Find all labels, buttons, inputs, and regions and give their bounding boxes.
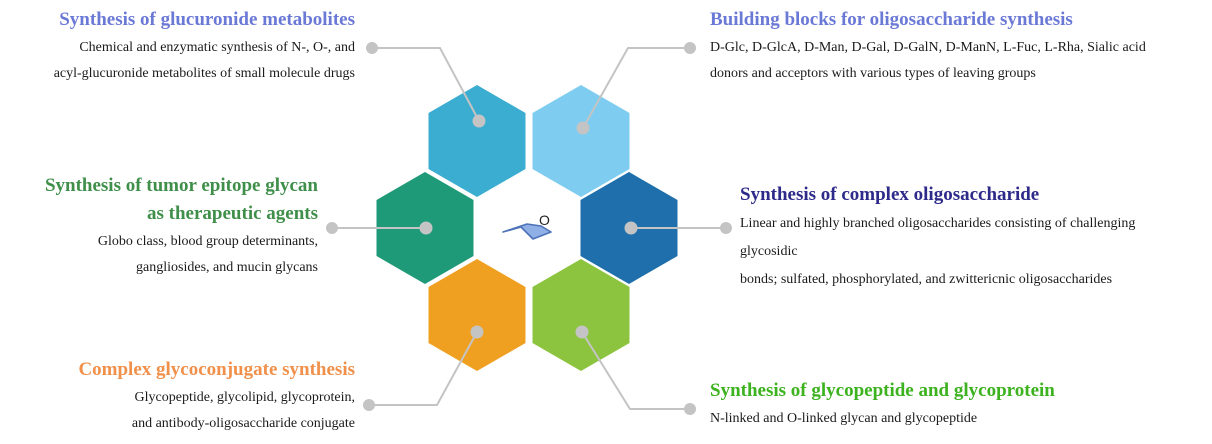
description-line: D-Glc, D-GlcA, D-Man, D-Gal, D-GalN, D-M… <box>710 40 1146 55</box>
outer-dot-glycoconjugate <box>363 399 375 411</box>
description-line: Globo class, blood group determinants, <box>97 234 318 249</box>
outer-dot-glycopeptide <box>684 403 696 415</box>
segment-tumor-epitope: Synthesis of tumor epitope glycan as the… <box>45 172 318 281</box>
inner-dot-glucuronide <box>472 114 486 128</box>
hexagon-glycopeptide <box>532 259 630 371</box>
connector-building-blocks <box>582 47 690 129</box>
outer-dot-building-blocks <box>684 42 696 54</box>
description-line: and antibody-oligosaccharide conjugate <box>131 416 355 431</box>
segment-glycoconjugate: Complex glycoconjugate synthesis Glycope… <box>78 358 355 437</box>
pyranose-chair-icon <box>502 223 552 240</box>
segment-title: Building blocks for oligosaccharide synt… <box>710 8 1146 32</box>
hexagon-building-blocks <box>532 85 630 197</box>
inner-dot-complex-oligosaccharide <box>624 221 638 235</box>
segment-title: Complex glycoconjugate synthesis <box>78 358 355 382</box>
segment-building-blocks: Building blocks for oligosaccharide synt… <box>710 8 1146 87</box>
ring-oxygen-label: O <box>539 212 550 228</box>
segment-glycopeptide: Synthesis of glycopeptide and glycoprote… <box>710 379 1055 432</box>
hexagon-glucuronide <box>428 85 526 197</box>
inner-dot-glycopeptide <box>575 325 589 339</box>
title-line: Synthesis of tumor epitope glycan <box>44 175 318 196</box>
segment-description: Linear and highly branched oligosacchari… <box>740 210 1135 294</box>
description-line: Chemical and enzymatic synthesis of N-, … <box>79 40 355 55</box>
hexagon-glycoconjugate <box>428 259 526 371</box>
segment-description: Chemical and enzymatic synthesis of N-, … <box>54 35 355 87</box>
description-line: donors and acceptors with various types … <box>710 66 1036 81</box>
description-line: Linear and highly branched oligosacchari… <box>740 216 1136 231</box>
title-line: Synthesis of glucuronide metabolites <box>59 9 355 30</box>
segment-title: Synthesis of complex oligosaccharide <box>740 183 1135 207</box>
connector-glycoconjugate <box>369 331 478 406</box>
description-line: N-linked and O-linked glycan and glycope… <box>710 411 978 426</box>
segment-description: Glycopeptide, glycolipid, glycoprotein, … <box>78 385 355 437</box>
segment-description: N-linked and O-linked glycan and glycope… <box>710 406 1055 432</box>
title-line: Synthesis of glycopeptide and glycoprote… <box>710 380 1055 401</box>
connector-glycopeptide <box>581 331 690 410</box>
segment-glucuronide: Synthesis of glucuronide metabolites Che… <box>54 8 355 87</box>
center-molecule: O <box>502 212 552 240</box>
connector-glucuronide <box>372 47 480 122</box>
title-line: as therapeutic agents <box>147 203 318 224</box>
title-line: Synthesis of complex oligosaccharide <box>740 184 1040 205</box>
description-line: Glycopeptide, glycolipid, glycoprotein, <box>134 390 355 405</box>
segment-title: Synthesis of glucuronide metabolites <box>54 8 355 32</box>
segment-title: Synthesis of tumor epitope glycan as the… <box>45 172 318 228</box>
description-line: glycosidic <box>740 244 798 259</box>
outer-dot-tumor-epitope <box>326 222 338 234</box>
outer-dot-glucuronide <box>366 42 378 54</box>
title-line: Complex glycoconjugate synthesis <box>78 359 355 380</box>
description-line: bonds; sulfated, phosphorylated, and zwi… <box>740 272 1113 287</box>
description-line: acyl-glucuronide metabolites of small mo… <box>53 66 355 81</box>
segment-description: Globo class, blood group determinants, g… <box>45 229 318 281</box>
segment-complex-oligosaccharide: Synthesis of complex oligosaccharide Lin… <box>740 183 1135 294</box>
segment-description: D-Glc, D-GlcA, D-Man, D-Gal, D-GalN, D-M… <box>710 35 1146 87</box>
description-line: gangliosides, and mucin glycans <box>136 260 318 275</box>
inner-dot-tumor-epitope <box>419 221 433 235</box>
title-line: Building blocks for oligosaccharide synt… <box>710 9 1073 30</box>
inner-dot-glycoconjugate <box>470 325 484 339</box>
outer-dot-complex-oligosaccharide <box>720 222 732 234</box>
inner-dot-building-blocks <box>576 121 590 135</box>
connector-lines <box>326 42 732 415</box>
segment-title: Synthesis of glycopeptide and glycoprote… <box>710 379 1055 403</box>
